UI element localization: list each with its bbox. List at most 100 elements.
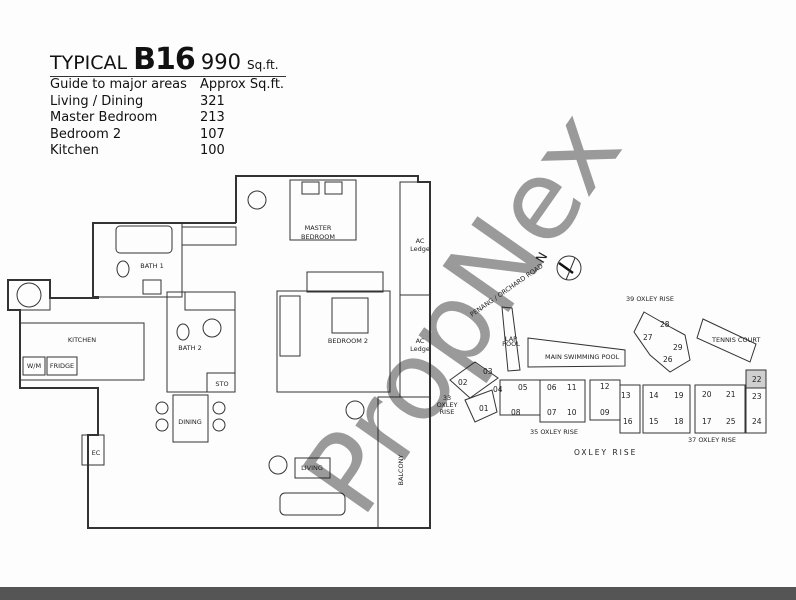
unit-17: 17 <box>702 417 712 426</box>
tower-block <box>633 311 691 373</box>
area-name: Bedroom 2 <box>50 126 122 142</box>
unit-23: 23 <box>752 392 762 401</box>
label-master: MASTER <box>305 224 332 232</box>
area-name: Master Bedroom <box>50 110 158 125</box>
unit-06: 06 <box>547 383 557 392</box>
unit-12: 12 <box>600 382 610 391</box>
bath1 <box>92 222 183 298</box>
unit-29: 29 <box>673 343 683 352</box>
area-row: Living / Dining 321 <box>50 94 286 111</box>
unit-07: 07 <box>547 408 557 417</box>
unit-header: TYPICAL B16 990 Sq.ft. Guide to major ar… <box>50 42 286 160</box>
area-unit: Sq.ft. <box>246 58 279 72</box>
unit-24: 24 <box>752 417 762 426</box>
unit-15: 15 <box>649 417 659 426</box>
oxley33-oxley: OXLEY <box>437 401 458 409</box>
label-dining: DINING <box>178 418 202 426</box>
area-row: Master Bedroom 213 <box>50 110 286 127</box>
unit-21: 21 <box>726 390 736 399</box>
unit-25: 25 <box>726 417 736 426</box>
label-ac2: AC <box>416 337 425 345</box>
unit-title: TYPICAL B16 990 Sq.ft. <box>50 42 286 77</box>
unit-11: 11 <box>567 383 577 392</box>
unit-10: 10 <box>567 408 577 417</box>
lap-pool <box>501 306 521 372</box>
unit-05: 05 <box>518 383 528 392</box>
unit-04: 04 <box>493 385 503 394</box>
area-sqft: 100 <box>200 143 225 158</box>
store <box>206 372 236 393</box>
unit-16: 16 <box>623 417 633 426</box>
label-ec: EC <box>92 449 101 457</box>
unit-14: 14 <box>649 391 659 400</box>
areas-table-header: Guide to major areas Approx Sq.ft. <box>50 77 286 94</box>
area-row: Bedroom 2 107 <box>50 127 286 144</box>
lap-label: LAP <box>505 335 517 343</box>
oxley33-rise: RISE <box>440 408 455 416</box>
main-pool <box>527 337 626 368</box>
unit-area: 990 <box>200 50 241 74</box>
unit-27: 27 <box>643 333 653 342</box>
bedroom2 <box>276 290 391 393</box>
label-wm: W/M <box>27 362 41 370</box>
unit-26: 26 <box>663 355 673 364</box>
north-compass-icon <box>556 255 582 281</box>
unit-03: 03 <box>483 367 493 376</box>
label-balcony: BALCONY <box>397 454 405 485</box>
label-master-bedroom: BEDROOM <box>301 233 335 241</box>
area-name: Living / Dining <box>50 93 144 109</box>
typical-label: TYPICAL <box>50 52 128 74</box>
oxley-rise: OXLEY RISE <box>574 448 637 457</box>
unit-02: 02 <box>458 378 468 387</box>
bottom-bar <box>0 587 796 600</box>
living-table <box>294 457 331 479</box>
unit-13: 13 <box>621 391 631 400</box>
unit-type: B16 <box>133 42 196 77</box>
label-fridge: FRIDGE <box>50 362 74 370</box>
oxley39: 39 OXLEY RISE <box>626 295 674 303</box>
pool-label: POOL <box>502 340 520 348</box>
area-name: Kitchen <box>50 143 99 158</box>
watermark-logo: PropNex <box>278 88 645 536</box>
tennis-court <box>696 318 757 363</box>
area-sqft: 321 <box>200 93 225 109</box>
label-ac1: AC <box>416 237 425 245</box>
label-ledge2: Ledge <box>410 345 430 353</box>
unit-18: 18 <box>674 417 684 426</box>
area-sqft: 107 <box>200 126 225 142</box>
oxley33-num: 33 <box>443 394 451 402</box>
kitchen <box>19 322 145 381</box>
oxley37: 37 OXLEY RISE <box>688 436 736 444</box>
area-row: Kitchen 100 <box>50 143 286 160</box>
master-bed <box>289 179 357 241</box>
col-area: Guide to major areas <box>50 77 187 92</box>
label-sto: STO <box>215 380 228 388</box>
label-bath2: BATH 2 <box>178 344 201 352</box>
floor-plan <box>7 175 431 529</box>
unit-08: 08 <box>511 408 521 417</box>
label-bath1: BATH 1 <box>140 262 163 270</box>
room-labels: MASTER BEDROOM BATH 1 KITCHEN W/M FRIDGE… <box>27 224 430 486</box>
dining-table <box>172 394 209 443</box>
label-ledge1: Ledge <box>410 245 430 253</box>
unit-20: 20 <box>702 390 712 399</box>
sofa <box>279 492 346 516</box>
kitchen-yard <box>7 279 51 311</box>
bath2 <box>166 291 236 393</box>
area-sqft: 213 <box>200 110 225 125</box>
site-plan: N PENANG / ORCHARD ROAD LAP POOL MAIN SW… <box>437 250 767 457</box>
label-kitchen: KITCHEN <box>68 336 96 344</box>
label-living: LIVING <box>301 464 323 472</box>
unit-22: 22 <box>752 375 762 384</box>
unit-01: 01 <box>479 404 489 413</box>
unit-19: 19 <box>674 391 684 400</box>
col-size: Approx Sq.ft. <box>200 77 285 92</box>
tennis-label: TENNIS COURT <box>711 336 760 344</box>
unit-28: 28 <box>660 320 670 329</box>
oxley35: 35 OXLEY RISE <box>530 428 578 436</box>
main-pool-label: MAIN SWIMMING POOL <box>545 353 620 361</box>
balcony <box>377 396 431 529</box>
unit-09: 09 <box>600 408 610 417</box>
label-bedroom2: BEDROOM 2 <box>328 337 368 345</box>
